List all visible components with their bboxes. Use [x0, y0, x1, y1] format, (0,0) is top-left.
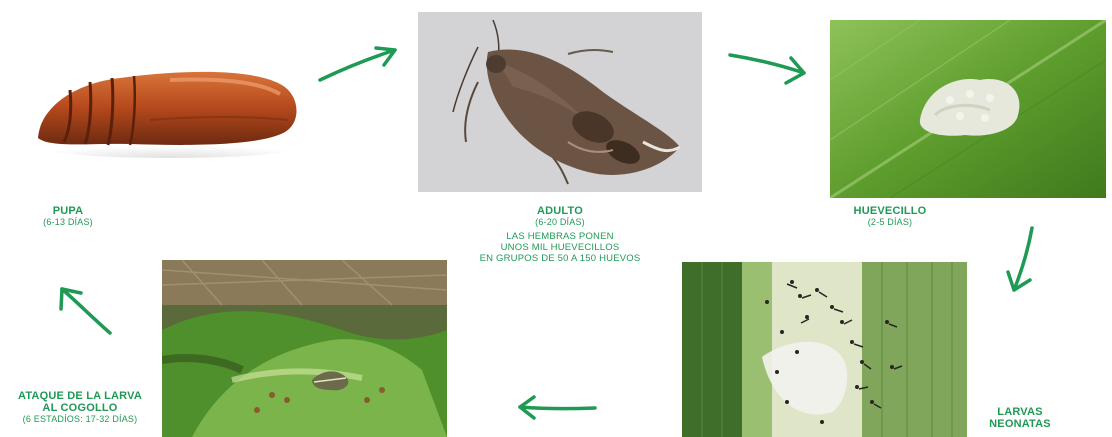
- larva-attack-title-line1: ATAQUE DE LA LARVA: [0, 390, 160, 402]
- neonate-larvae-title-line1: LARVAS: [975, 406, 1065, 418]
- adult-duration: (6-20 DÍAS): [460, 217, 660, 227]
- egg-mass-photo: [830, 20, 1106, 198]
- pupa-photo: [30, 50, 305, 165]
- arrow-larvae-to-attack: [510, 390, 605, 425]
- adult-title: ADULTO: [537, 205, 583, 217]
- adult-note-line3: EN GRUPOS DE 50 A 150 HUEVOS: [460, 253, 660, 264]
- arrow-egg-to-larvae: [1000, 220, 1045, 300]
- larva-attack-duration: (6 ESTADÍOS: 17-32 DÍAS): [0, 414, 160, 424]
- egg-title: HUEVECILLO: [854, 205, 927, 217]
- pupa-duration: (6-13 DÍAS): [18, 217, 118, 227]
- neonate-larvae-photo: [682, 262, 967, 437]
- larva-attack-label: ATAQUE DE LA LARVA AL COGOLLO (6 ESTADÍO…: [0, 390, 160, 424]
- adult-label: ADULTO (6-20 DÍAS) LAS HEMBRAS PONEN UNO…: [460, 205, 660, 264]
- arrow-adult-to-egg: [720, 45, 820, 90]
- larva-attack-title-line2: AL COGOLLO: [0, 402, 160, 414]
- egg-label: HUEVECILLO (2-5 DÍAS): [840, 205, 940, 227]
- neonate-larvae-label: LARVAS NEONATAS: [975, 406, 1065, 430]
- adult-moth-photo: [418, 12, 702, 192]
- adult-note-line1: LAS HEMBRAS PONEN: [460, 231, 660, 242]
- neonate-larvae-title-line2: NEONATAS: [975, 418, 1065, 430]
- adult-note-line2: UNOS MIL HUEVECILLOS: [460, 242, 660, 253]
- arrow-attack-to-pupa: [50, 275, 120, 345]
- egg-duration: (2-5 DÍAS): [840, 217, 940, 227]
- larva-attack-photo: [162, 260, 447, 437]
- arrow-pupa-to-adult: [310, 40, 410, 90]
- pupa-title: PUPA: [53, 205, 84, 217]
- pupa-label: PUPA (6-13 DÍAS): [18, 205, 118, 227]
